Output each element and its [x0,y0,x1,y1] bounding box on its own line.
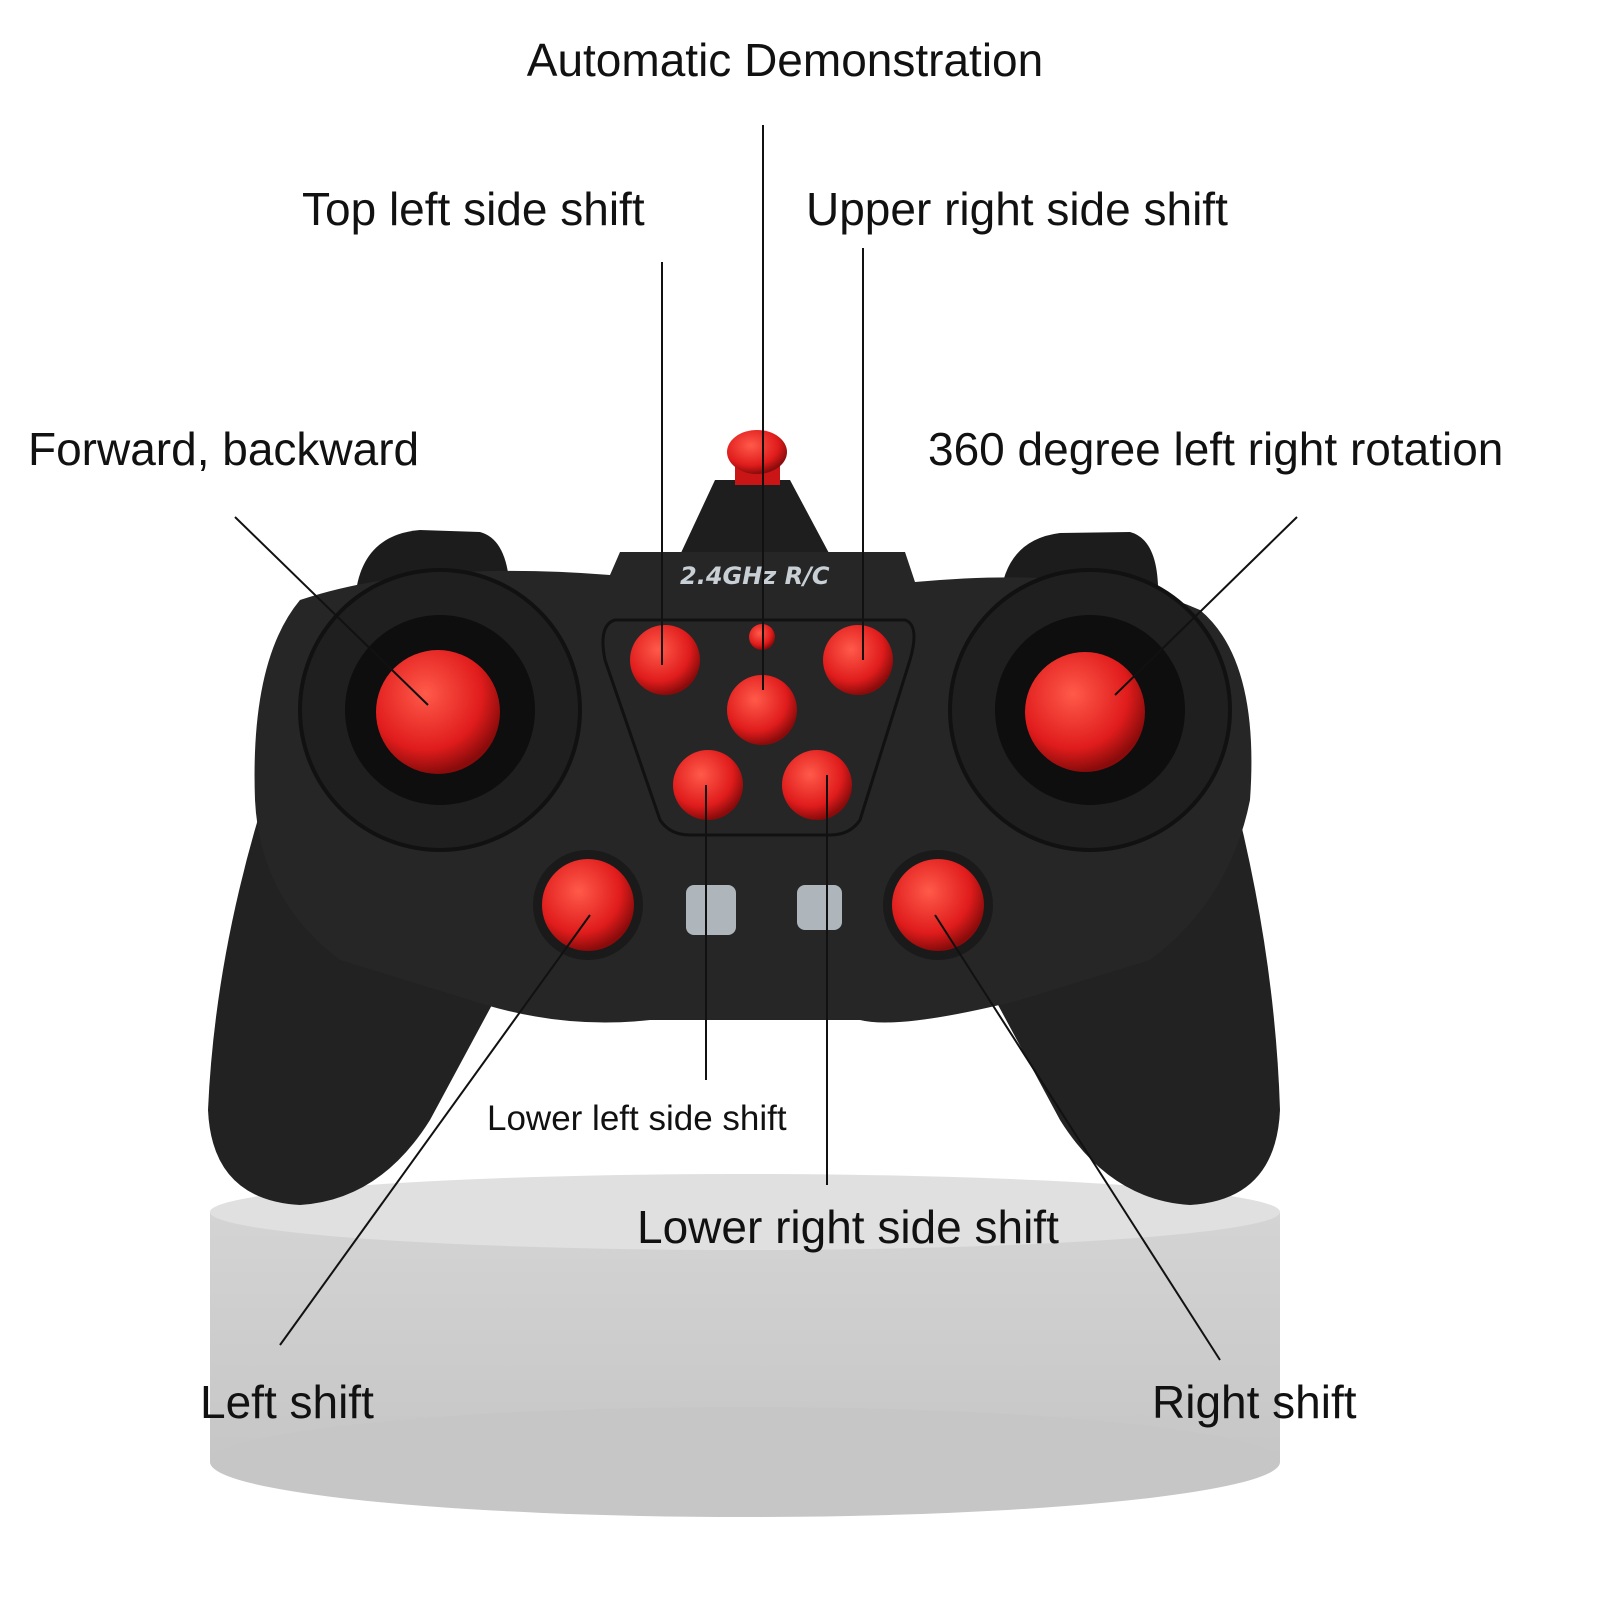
label-rotation: 360 degree left right rotation [928,423,1503,475]
label-top-left-side-shift: Top left side shift [302,183,645,235]
label-forward-backward: Forward, backward [28,423,419,475]
right-shift-button[interactable] [892,859,984,951]
pedestal [210,1174,1280,1517]
left-shift-button[interactable] [542,859,634,951]
top-left-side-shift-button[interactable] [630,625,700,695]
car-icon-left [686,885,736,935]
label-right-shift: Right shift [1152,1376,1357,1428]
left-joystick[interactable] [298,568,582,852]
controller: 2.4GHz R/C [208,430,1280,1205]
button-panel [601,618,916,837]
lower-right-side-shift-button[interactable] [782,750,852,820]
upper-right-side-shift-button[interactable] [823,625,893,695]
label-upper-right-side-shift: Upper right side shift [806,183,1228,235]
callout-lines [234,125,1298,1361]
label-left-shift: Left shift [200,1376,374,1428]
antenna-tip [727,430,787,474]
right-joystick[interactable] [948,568,1232,852]
label-lower-left-side-shift: Lower left side shift [487,1099,787,1138]
car-icon-right [797,885,842,930]
label-automatic-demonstration: Automatic Demonstration [527,34,1043,86]
label-lower-right-side-shift: Lower right side shift [637,1201,1059,1253]
brand-text: 2.4GHz R/C [680,562,830,590]
automatic-demonstration-button[interactable] [727,675,797,745]
antenna-base [680,480,830,555]
lower-left-side-shift-button[interactable] [673,750,743,820]
